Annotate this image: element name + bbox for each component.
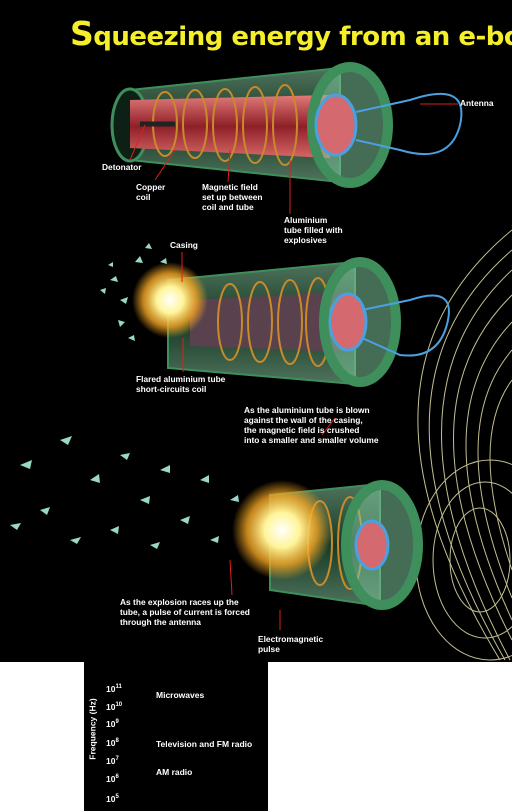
frequency-scale: Frequency (Hz) 1011 1010 109 108 107 106… <box>84 662 268 811</box>
am-band-label: AM radio <box>156 767 193 777</box>
tv-fm-band-label: Television and FM radio <box>156 739 253 749</box>
antenna-label: Antenna <box>460 98 494 108</box>
copper-coil-label: Copper coil <box>136 182 166 202</box>
em-pulse-label: Electromagnetic pulse <box>258 634 324 654</box>
stage3-bomb <box>10 436 423 610</box>
microwaves-band-label: Microwaves <box>156 690 205 700</box>
crushed-field-label: As the aluminium tube is blown against t… <box>244 405 379 445</box>
tick-1e8: 108 <box>106 738 119 748</box>
stage2-bomb <box>100 243 450 387</box>
em-pulse-waves <box>415 229 512 661</box>
tick-1e10: 1010 <box>106 702 123 712</box>
explosion-label: As the explosion races up the tube, a pu… <box>120 597 250 627</box>
leader-lines <box>129 103 458 630</box>
stage1-bomb <box>110 62 463 188</box>
tick-1e6: 106 <box>106 774 119 784</box>
frequency-axis-label: Frequency (Hz) <box>87 698 98 760</box>
aluminium-tube-label: Aluminium tube filled with explosives <box>284 215 343 245</box>
flared-tube-label: Flared aluminium tube short-circuits coi… <box>136 374 226 394</box>
title-rest: queezing energy from an e-bomb <box>93 22 512 52</box>
magnetic-field-label: Magnetic field set up between coil and t… <box>202 182 263 212</box>
page-title: Squeezing energy from an e-bomb <box>70 14 512 53</box>
tick-1e9: 109 <box>106 719 119 729</box>
tick-1e11: 1011 <box>106 684 122 694</box>
tick-1e7: 107 <box>106 756 119 766</box>
tick-1e5: 105 <box>106 794 119 804</box>
title-initial: S <box>70 14 94 53</box>
bomb-illustration <box>10 62 512 661</box>
detonator-label: Detonator <box>102 162 142 172</box>
casing-label: Casing <box>170 240 198 250</box>
